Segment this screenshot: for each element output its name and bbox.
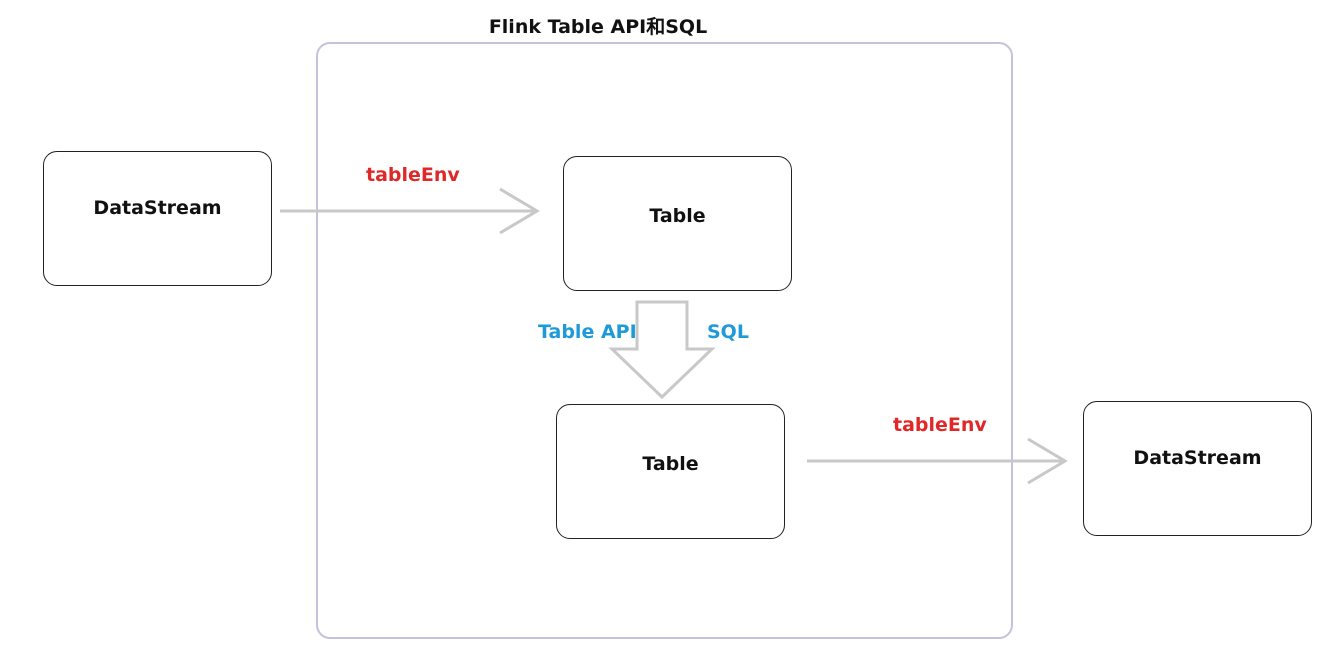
datastream-input-node: DataStream [43, 151, 272, 286]
edge-label-tableenv-in: tableEnv [366, 164, 460, 186]
table-bottom-label: Table [642, 453, 699, 475]
group-title: Flink Table API和SQL [488, 16, 708, 38]
table-node-bottom: Table [556, 404, 785, 539]
edge-label-sql: SQL [707, 321, 749, 343]
table-node-top: Table [563, 156, 792, 291]
datastream-output-node: DataStream [1083, 401, 1312, 536]
datastream-input-label: DataStream [93, 197, 222, 219]
datastream-output-label: DataStream [1133, 447, 1262, 469]
flink-table-api-sql-group [316, 42, 1013, 639]
edge-label-tableenv-out: tableEnv [893, 414, 987, 436]
table-top-label: Table [649, 205, 706, 227]
edge-label-table-api: Table API [538, 321, 637, 343]
